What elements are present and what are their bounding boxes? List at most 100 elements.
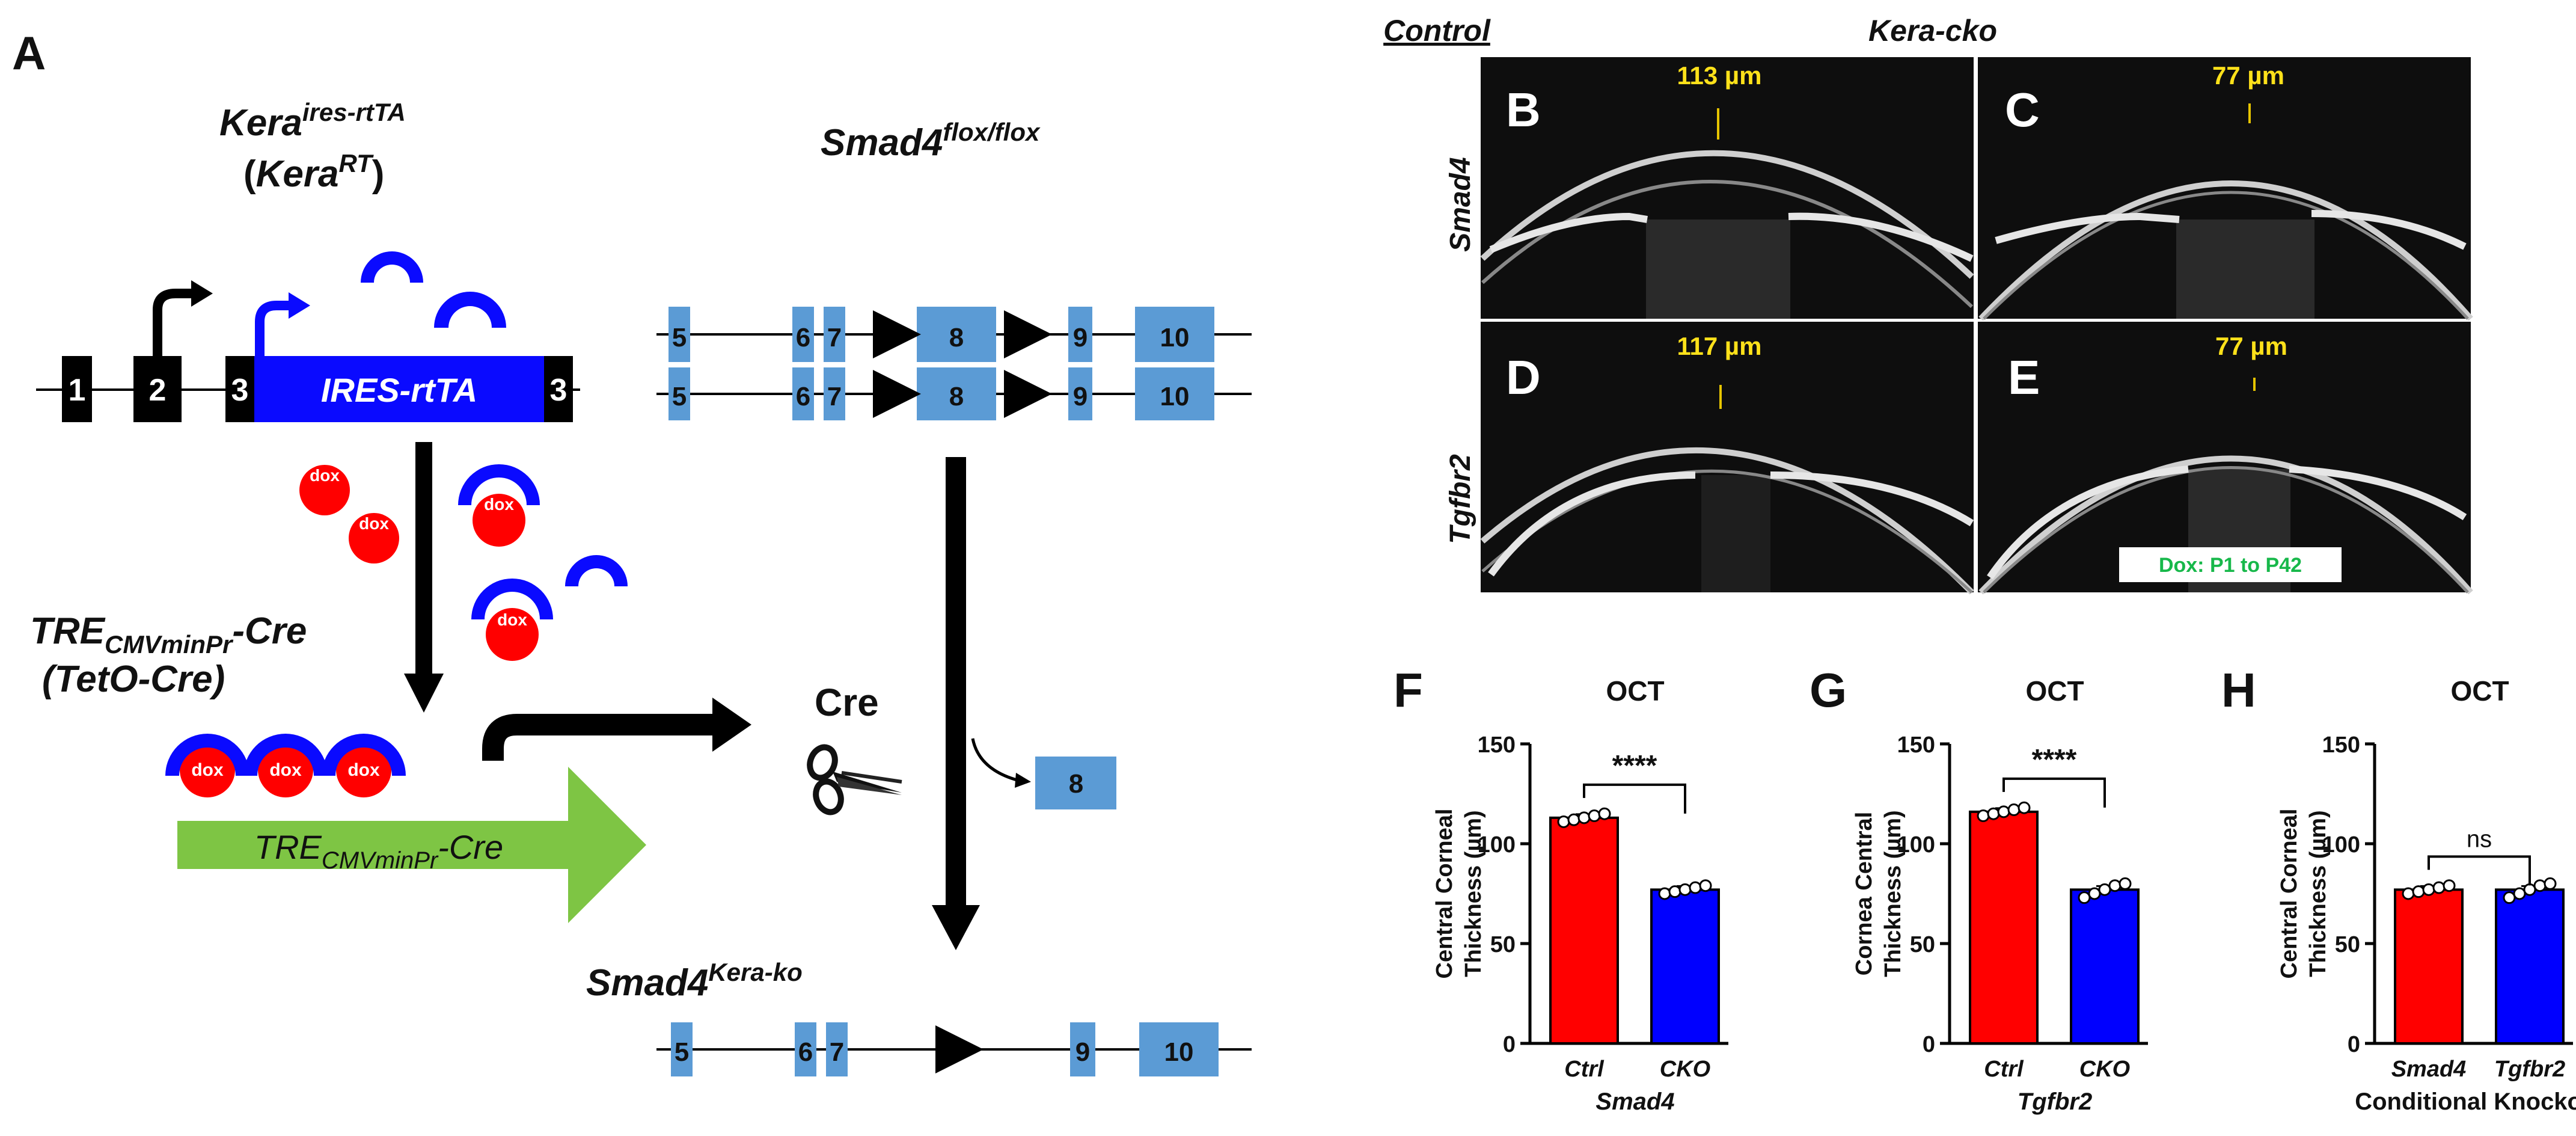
cre-expression-arrowhead bbox=[712, 698, 751, 752]
chart-data-point bbox=[1577, 811, 1591, 824]
dox-label: dox bbox=[269, 760, 302, 780]
chart-title: OCT bbox=[2450, 675, 2509, 707]
smad4-ko-title: Smad4Kera-ko bbox=[586, 958, 803, 1004]
chart-y-tick-label: 50 bbox=[1910, 932, 1935, 957]
chart-x-tick-label: Ctrl bbox=[1564, 1057, 1605, 1082]
chart-bar bbox=[1650, 888, 1720, 1045]
chart-data-point bbox=[2119, 877, 2132, 890]
kera-exon-2-label: 2 bbox=[149, 373, 167, 408]
chart-significance-label: **** bbox=[2032, 744, 2077, 776]
rttA-protein-icon bbox=[361, 251, 423, 283]
chart-x-tick-label: CKO bbox=[1660, 1057, 1710, 1082]
chart-panel-label: H bbox=[2221, 663, 2256, 717]
smad4-exon-6-label: 6 bbox=[796, 323, 810, 352]
kera-allele-title: Keraires-rtTA bbox=[219, 98, 406, 144]
smad4-flox-allele: 5 6 7 8 9 10 bbox=[656, 307, 1252, 362]
chart-data-point bbox=[2078, 891, 2091, 904]
dox-label: dox bbox=[359, 514, 389, 533]
chart-x-tick-label: Smad4 bbox=[2391, 1057, 2467, 1082]
chart-data-point bbox=[1997, 805, 2010, 818]
chart-data-point bbox=[2088, 887, 2101, 900]
kera-exon-2 bbox=[133, 356, 182, 422]
ko-exon-10-label: 10 bbox=[1164, 1037, 1194, 1067]
cre-expression-arrow bbox=[482, 714, 718, 761]
chart-bar bbox=[1969, 810, 2039, 1045]
chart-y-tick-label: 0 bbox=[1503, 1032, 1516, 1057]
row-header-smad4: Smad4 bbox=[1445, 157, 1476, 251]
row-header-tgfbr2: Tgfbr2 bbox=[1445, 454, 1476, 544]
ko-exon-5-label: 5 bbox=[675, 1037, 689, 1067]
chart-x-axis-label: Tgfbr2 bbox=[2018, 1088, 2092, 1115]
chart-y-axis-label: Thickness (µm) bbox=[1880, 810, 1906, 977]
chart-data-point bbox=[2513, 887, 2526, 900]
chart-y-tick-label: 100 bbox=[2322, 832, 2360, 858]
dox-timing-label: Dox: P1 to P42 bbox=[2159, 554, 2302, 577]
chart-data-point bbox=[2443, 879, 2456, 892]
excised-exon-8 bbox=[1035, 757, 1116, 809]
chart-bar bbox=[2394, 888, 2464, 1045]
kera-exon-3a-label: 3 bbox=[231, 373, 249, 408]
smad4-exon-7-label: 7 bbox=[827, 382, 842, 411]
chart-y-tick-label: 150 bbox=[1478, 732, 1516, 758]
dox-molecule bbox=[473, 494, 525, 547]
oct-panel-e-measurement: 77 µm bbox=[2215, 332, 2287, 360]
chart-data-point bbox=[2018, 801, 2031, 814]
kera-exon-1-label: 1 bbox=[69, 373, 86, 408]
chart-data-point bbox=[2422, 883, 2435, 896]
smad4-exon-9-label: 9 bbox=[1073, 382, 1088, 411]
chart-panel-label: G bbox=[1810, 663, 1847, 717]
rttA-protein-icon bbox=[243, 734, 328, 776]
rttA-protein-icon bbox=[458, 464, 540, 505]
chart-data-point bbox=[1598, 807, 1611, 820]
excised-exon-8-label: 8 bbox=[1069, 769, 1083, 799]
chart-data-point bbox=[1668, 885, 1681, 898]
oct-panel-e-label: E bbox=[2008, 351, 2040, 404]
dox-molecule bbox=[180, 742, 235, 797]
chart-data-point bbox=[1987, 807, 2000, 820]
chart-y-tick-label: 150 bbox=[1897, 732, 1935, 758]
chart-x-tick-label: CKO bbox=[2079, 1057, 2130, 1082]
chart-y-tick-label: 50 bbox=[2335, 932, 2360, 957]
recombination-arrowhead bbox=[932, 905, 980, 950]
chart-data-point bbox=[1699, 879, 1712, 892]
tre-cre-alias: (TetO-Cre) bbox=[42, 659, 225, 700]
chart-data-point bbox=[1557, 815, 1570, 828]
panel-a-label: A bbox=[12, 26, 46, 79]
chart-data-point bbox=[2533, 879, 2547, 892]
chart-y-tick-label: 150 bbox=[2322, 732, 2360, 758]
chart-y-axis-label: Cornea Central bbox=[1852, 812, 1877, 975]
dox-label: dox bbox=[310, 466, 340, 485]
kera-exon-3b-label: 3 bbox=[550, 373, 568, 408]
chart-bar bbox=[2070, 888, 2140, 1045]
ires-rttA-label: IRES-rtTA bbox=[321, 371, 477, 409]
excision-arrow bbox=[971, 738, 1020, 782]
kera-allele-alias: (KeraRT) bbox=[243, 149, 384, 195]
cre-label: Cre bbox=[815, 681, 879, 724]
chart-title: OCT bbox=[1606, 675, 1664, 707]
chart-y-axis-label: Thickness (µm) bbox=[1461, 810, 1486, 977]
chart-data-point bbox=[2007, 803, 2021, 817]
oct-panel-b-label: B bbox=[1506, 83, 1541, 137]
smad4-exon-7-label: 7 bbox=[827, 323, 842, 352]
tre-cre-transgene-label: TRECMVminPr-Cre bbox=[254, 828, 503, 874]
chart-significance-label: ns bbox=[2467, 826, 2492, 852]
ko-exon-7-label: 7 bbox=[830, 1037, 844, 1067]
ires-rttA-cassette bbox=[254, 356, 544, 422]
dox-timing-box bbox=[2119, 547, 2342, 582]
ko-exon-6-label: 6 bbox=[798, 1037, 813, 1067]
ires-promoter-arrowhead bbox=[289, 292, 310, 319]
chart-data-point bbox=[1567, 813, 1580, 826]
kera-exon-3b bbox=[544, 356, 573, 422]
kera-promoter-arrow bbox=[153, 289, 194, 356]
kera-exon-3a bbox=[225, 356, 254, 422]
dox-molecule bbox=[349, 513, 399, 563]
oct-panel-d-measurement: 117 µm bbox=[1677, 332, 1762, 360]
dox-label: dox bbox=[191, 760, 224, 780]
oct-panel-c-measurement: 77 µm bbox=[2212, 61, 2284, 90]
smad4-exon-9-label: 9 bbox=[1073, 323, 1088, 352]
